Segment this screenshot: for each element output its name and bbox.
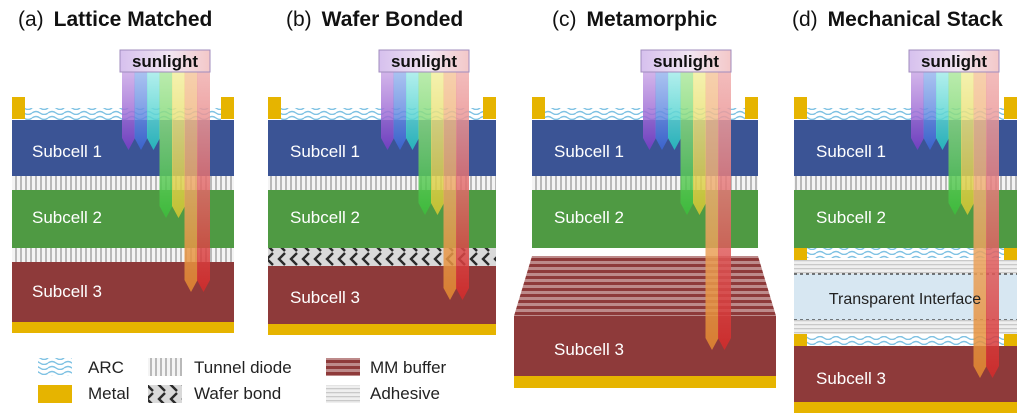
metal-back-d	[794, 402, 1017, 413]
sunlight-label-box-b	[378, 49, 470, 73]
panel-name-c: Metamorphic	[586, 8, 718, 31]
subcell-3-c	[514, 316, 776, 376]
metal-mid-right-top-d	[1004, 248, 1017, 260]
metal-contact-left-b	[268, 97, 281, 119]
subcell-1-label-c: Subcell 1	[554, 142, 624, 161]
beam-cyan-c	[668, 72, 681, 150]
beam-yellow-b	[431, 72, 444, 215]
legend-adhesive-label: Adhesive	[370, 384, 440, 403]
beam-red-c	[718, 72, 731, 350]
beam-blue-a	[134, 72, 148, 150]
panel-name-d: Mechanical Stack	[827, 8, 1003, 31]
adhesive-bottom-d	[794, 320, 1017, 334]
adhesive-top-d	[794, 260, 1017, 274]
beam-green-d	[948, 72, 962, 215]
subcell-1-label-a: Subcell 1	[32, 142, 102, 161]
beam-blue-b	[393, 72, 407, 150]
beam-violet-a	[122, 72, 135, 150]
subcell-2-label-d: Subcell 2	[816, 208, 886, 227]
metal-mid-right-bottom-d	[1004, 334, 1017, 346]
legend-adhesive-swatch	[326, 385, 360, 403]
beam-orange-c	[705, 72, 719, 350]
legend-tunnel-label: Tunnel diode	[194, 358, 292, 377]
tunnel-diode-2-a	[12, 248, 234, 262]
panel-title-d: (d) Mechanical Stack	[792, 8, 1003, 32]
beam-cyan-d	[936, 72, 949, 150]
sunlight-label-box-a	[119, 49, 211, 73]
sunlight-label-a: sunlight	[132, 52, 198, 71]
beam-cyan-a	[147, 72, 160, 150]
metal-mid-left-top-d	[794, 248, 807, 260]
arc-mid-top-d	[807, 248, 1004, 258]
panel-title-b: (b) Wafer Bonded	[286, 8, 463, 32]
panel-label-a: (a)	[18, 8, 44, 31]
legend-wafer-bond-label: Wafer bond	[194, 384, 282, 403]
beam-yellow-a	[172, 72, 185, 218]
panel-label-b: (b)	[286, 8, 312, 31]
beam-orange-d	[973, 72, 987, 378]
metal-contact-right-c	[745, 97, 758, 119]
legend-arc-label: ARC	[88, 358, 124, 377]
panel-label-c: (c)	[552, 8, 577, 31]
metal-contact-right-b	[483, 97, 496, 119]
metal-contact-left-c	[532, 97, 545, 119]
sunlight-label-box-c	[640, 49, 732, 73]
beam-violet-b	[381, 72, 394, 150]
beam-yellow-c	[693, 72, 706, 215]
mm-buffer-layer-c	[514, 256, 776, 316]
beam-red-a	[197, 72, 210, 292]
subcell-2-label-c: Subcell 2	[554, 208, 624, 227]
beam-yellow-d	[961, 72, 974, 215]
legend-mm-buffer-label: MM buffer	[370, 358, 447, 377]
metal-back-a	[12, 322, 234, 333]
metal-contact-left-d	[794, 97, 807, 119]
beam-orange-b	[443, 72, 457, 300]
panel-name-a: Lattice Matched	[53, 8, 213, 31]
metal-contact-right-d	[1004, 97, 1017, 119]
beam-blue-c	[655, 72, 669, 150]
beam-red-d	[986, 72, 999, 378]
sunlight-label-b: sunlight	[391, 52, 457, 71]
legend-metal-label: Metal	[88, 384, 130, 403]
legend-wafer-bond-swatch	[148, 385, 182, 403]
metal-contact-right-a	[221, 97, 234, 119]
subcell-3-label-b: Subcell 3	[290, 288, 360, 307]
beam-blue-d	[923, 72, 937, 150]
metal-back-c	[514, 376, 776, 388]
subcell-2-label-a: Subcell 2	[32, 208, 102, 227]
sunlight-label-c: sunlight	[653, 52, 719, 71]
subcell-3-label-a: Subcell 3	[32, 282, 102, 301]
subcell-3-label-c: Subcell 3	[554, 340, 624, 359]
legend-metal-swatch	[38, 385, 72, 403]
beam-cyan-b	[406, 72, 419, 150]
transparent-interface-label-d: Transparent Interface	[829, 291, 981, 308]
metal-mid-left-bottom-d	[794, 334, 807, 346]
panel-name-b: Wafer Bonded	[321, 8, 464, 31]
subcell-2-label-b: Subcell 2	[290, 208, 360, 227]
subcell-1-label-d: Subcell 1	[816, 142, 886, 161]
arc-mid-bottom-d	[807, 336, 1004, 346]
subcell-1-label-b: Subcell 1	[290, 142, 360, 161]
wafer-bond-layer-b	[268, 248, 496, 266]
beam-green-b	[418, 72, 432, 215]
sunlight-label-box-d	[908, 49, 1000, 73]
beam-orange-a	[184, 72, 198, 292]
panel-title-a: (a) Lattice Matched	[18, 8, 212, 32]
legend-arc-swatch	[38, 358, 72, 376]
legend-tunnel-swatch	[148, 358, 182, 376]
legend-mm-buffer-swatch	[326, 358, 360, 376]
beam-violet-c	[643, 72, 656, 150]
beam-green-c	[680, 72, 694, 215]
subcell-3-label-d: Subcell 3	[816, 369, 886, 388]
metal-back-b	[268, 324, 496, 335]
metal-contact-left-a	[12, 97, 25, 119]
beam-red-b	[456, 72, 469, 300]
panel-label-d: (d)	[792, 8, 818, 31]
sunlight-label-d: sunlight	[921, 52, 987, 71]
beam-violet-d	[911, 72, 924, 150]
panel-title-c: (c) Metamorphic	[552, 8, 717, 32]
beam-green-a	[159, 72, 173, 218]
